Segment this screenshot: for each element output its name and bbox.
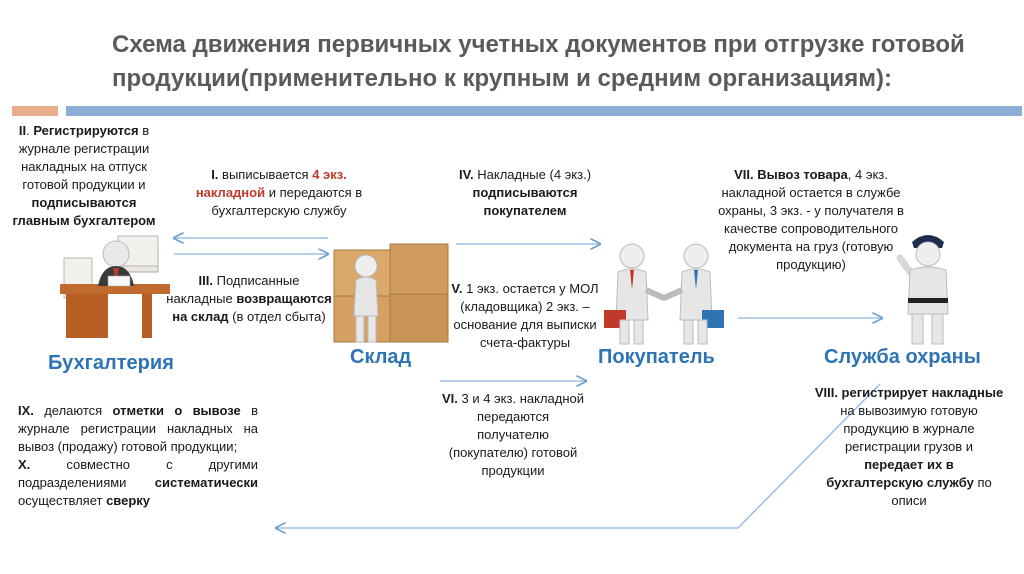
- step-5-number: V.: [451, 281, 462, 296]
- step-6-body: 3 и 4 экз. накладной передаются получате…: [449, 391, 584, 478]
- step-6-text: VI. 3 и 4 экз. накладной передаются полу…: [440, 390, 586, 480]
- step-7-text: VII. Вывоз товара, 4 экз. накладной оста…: [708, 166, 914, 274]
- label-accounting: Бухгалтерия: [48, 352, 174, 375]
- step-6-number: VI.: [442, 391, 458, 406]
- label-buyer: Покупатель: [598, 346, 715, 369]
- step-3-dept: (в отдел сбыта): [229, 309, 326, 324]
- step-2-signed: подписываются главным бухгалтером: [12, 195, 155, 228]
- step-10-reconcile: сверку: [106, 493, 150, 508]
- step-9-verb: делаются: [34, 403, 113, 418]
- accountant-figure-icon: [56, 228, 176, 346]
- step-1-verb: выписывается: [218, 167, 312, 182]
- step-7-body: , 4 экз. накладной остается в службе охр…: [718, 167, 904, 272]
- step-10-number: X.: [18, 457, 30, 472]
- warehouse-boxes-figure-icon: [328, 240, 452, 346]
- step-8-transfer: передает их в бухгалтерскую службу: [826, 457, 974, 490]
- step-2-text: II. Регистрируются в журнале регистрации…: [6, 122, 162, 230]
- step-10-verb: осуществляет: [18, 493, 106, 508]
- step-4-signed: подписываются покупателем: [473, 185, 578, 218]
- step-4-text: IV. Накладные (4 экз.) подписываются пок…: [450, 166, 600, 220]
- step-5-text: V. 1 экз. остается у МОЛ (кладовщика) 2 …: [450, 280, 600, 352]
- step-9-10-text: IX. делаются отметки о вывозе в журнале …: [18, 402, 258, 510]
- step-4-body: Накладные (4 экз.): [474, 167, 591, 182]
- step-8-body: на вывозимую готовую продукцию в журнале…: [840, 403, 978, 454]
- step-9-marks: отметки о вывозе: [113, 403, 241, 418]
- step-3-number: III.: [199, 273, 213, 288]
- label-security: Служба охраны: [824, 346, 981, 369]
- label-warehouse: Склад: [350, 346, 411, 369]
- step-8-heading: VIII. регистрирует накладные: [815, 385, 1003, 400]
- step-10-systematic: систематически: [155, 475, 258, 490]
- step-8-text: VIII. регистрирует накладные на вывозиму…: [814, 384, 1004, 510]
- step-5-body: 1 экз. остается у МОЛ (кладовщика) 2 экз…: [453, 281, 598, 350]
- step-3-text: III. Подписанные накладные возвращаются …: [166, 272, 332, 326]
- step-7-heading: VII. Вывоз товара: [734, 167, 848, 182]
- step-2-verb: Регистрируются: [33, 123, 138, 138]
- step-9-number: IX.: [18, 403, 34, 418]
- step-4-number: IV.: [459, 167, 474, 182]
- step-1-text: I. выписывается 4 экз. накладной и перед…: [180, 166, 378, 220]
- step-2-number: II: [19, 123, 26, 138]
